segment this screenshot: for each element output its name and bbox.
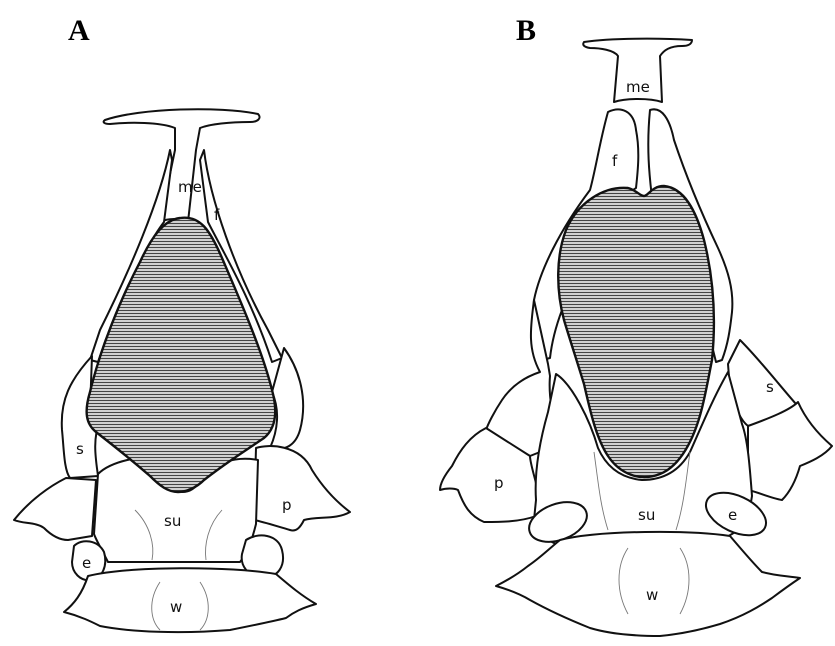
panel-a: A me f s p su e w [14,14,350,632]
panel-a-label-p: p [282,496,292,514]
panel-a-label-e: e [82,554,91,572]
panel-b-label-e: e [728,506,737,524]
panel-a-left-pterotic [14,478,96,540]
panel-b-label-w: w [646,586,658,604]
panel-b: B me f s p su e w [440,14,832,636]
panel-a-label-me: me [178,178,202,196]
panel-a-label-w: w [170,598,182,616]
panel-a-right-pterotic [254,446,350,530]
panel-b-label-su: su [638,506,655,524]
panel-a-label-s: s [76,440,84,458]
panel-b-label-s: s [766,378,774,396]
panel-a-fenestra [87,218,276,492]
panel-a-label-su: su [164,512,181,530]
panel-b-label-p: p [494,474,504,492]
panel-a-letter: A [68,14,90,47]
panel-b-label-f: f [612,152,618,170]
panel-a-label-f: f [214,206,220,224]
panel-a-weberian [64,568,316,632]
panel-b-label-me: me [626,78,650,96]
panel-a-mesethmoid [104,109,260,222]
panel-b-letter: B [516,14,536,47]
panel-b-weberian [496,532,800,636]
